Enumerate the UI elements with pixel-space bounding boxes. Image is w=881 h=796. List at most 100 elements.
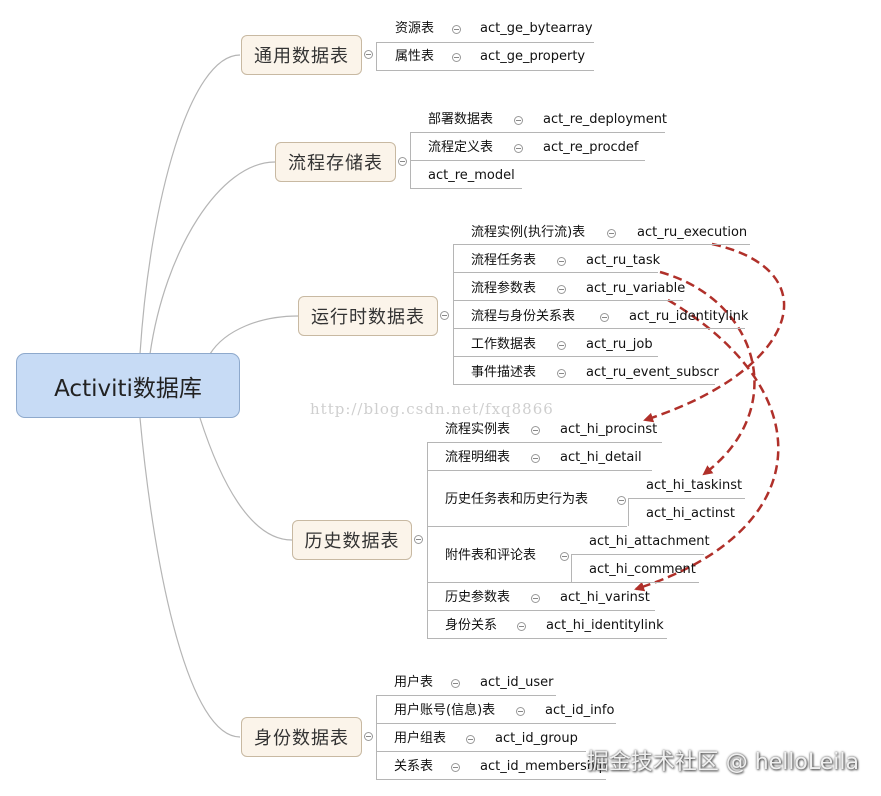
divider bbox=[376, 695, 556, 696]
collapse-icon[interactable] bbox=[452, 53, 461, 62]
collapse-icon[interactable] bbox=[600, 313, 609, 322]
group-general[interactable]: 通用数据表 bbox=[241, 35, 362, 75]
divider bbox=[376, 751, 586, 752]
collapse-icon[interactable] bbox=[557, 285, 566, 294]
credit-watermark: 掘金技术社区 @ helloLeila bbox=[586, 750, 859, 775]
arrow-task-taskinst bbox=[659, 270, 756, 476]
collapse-icon[interactable] bbox=[531, 454, 540, 463]
group-history-label: 历史数据表 bbox=[304, 531, 400, 552]
bracket-runtime bbox=[453, 244, 454, 384]
divider bbox=[453, 244, 750, 245]
collapse-icon[interactable] bbox=[516, 707, 525, 716]
divider bbox=[376, 42, 594, 43]
collapse-icon[interactable] bbox=[517, 622, 526, 631]
item-label: 流程定义表 bbox=[428, 140, 494, 155]
group-repository[interactable]: 流程存储表 bbox=[275, 142, 396, 182]
group-history[interactable]: 历史数据表 bbox=[292, 520, 412, 560]
collapse-icon[interactable] bbox=[531, 426, 540, 435]
item-label: 流程实例(执行流)表 bbox=[471, 225, 586, 240]
collapse-icon[interactable] bbox=[617, 496, 626, 505]
group-runtime-label: 运行时数据表 bbox=[311, 307, 425, 328]
branch-runtime bbox=[209, 315, 299, 355]
divider bbox=[376, 723, 616, 724]
item-label: 流程任务表 bbox=[471, 253, 537, 268]
table-name: act_re_procdef bbox=[543, 140, 639, 155]
collapse-icon[interactable] bbox=[451, 763, 460, 772]
collapse-icon[interactable] bbox=[466, 735, 475, 744]
table-name: act_hi_attachment bbox=[589, 534, 710, 549]
item-label: 流程明细表 bbox=[445, 450, 511, 465]
divider bbox=[427, 470, 652, 471]
item-label: 附件表和评论表 bbox=[445, 548, 537, 563]
group-identity[interactable]: 身份数据表 bbox=[241, 717, 362, 757]
item-label: 历史参数表 bbox=[445, 590, 511, 605]
table-name: act_id_group bbox=[495, 731, 578, 746]
item-label: 关系表 bbox=[394, 759, 434, 774]
collapse-identity-icon[interactable] bbox=[364, 732, 373, 741]
collapse-icon[interactable] bbox=[557, 341, 566, 350]
table-name: act_ge_bytearray bbox=[480, 21, 593, 36]
table-name: act_ge_property bbox=[480, 49, 586, 64]
branch-history bbox=[199, 417, 293, 541]
root-label: Activiti数据库 bbox=[54, 375, 202, 402]
collapse-icon[interactable] bbox=[514, 144, 523, 153]
table-name: act_hi_taskinst bbox=[646, 478, 743, 493]
divider bbox=[427, 526, 627, 527]
root-node[interactable]: Activiti数据库 bbox=[16, 353, 240, 418]
collapse-icon[interactable] bbox=[607, 229, 616, 238]
item-label: 属性表 bbox=[395, 49, 435, 64]
table-name: act_hi_varinst bbox=[560, 590, 650, 605]
item-label: 流程实例表 bbox=[445, 422, 511, 437]
divider bbox=[376, 779, 606, 780]
item-label: 流程参数表 bbox=[471, 281, 537, 296]
divider bbox=[453, 300, 683, 301]
table-name: act_hi_comment bbox=[589, 562, 696, 577]
bracket-identity bbox=[376, 695, 377, 779]
branch-general bbox=[139, 54, 241, 355]
collapse-icon[interactable] bbox=[560, 552, 569, 561]
item-label: 用户表 bbox=[394, 675, 434, 690]
collapse-runtime-icon[interactable] bbox=[440, 311, 449, 320]
item-label: 工作数据表 bbox=[471, 337, 537, 352]
collapse-icon[interactable] bbox=[514, 116, 523, 125]
collapse-icon[interactable] bbox=[452, 25, 461, 34]
arrow-execution-procinst bbox=[643, 242, 786, 423]
table-name: act_ru_identitylink bbox=[629, 309, 749, 324]
table-name: act_hi_actinst bbox=[646, 506, 735, 521]
divider bbox=[427, 610, 655, 611]
item-label: 资源表 bbox=[395, 21, 435, 36]
table-name: act_hi_identitylink bbox=[546, 618, 664, 633]
table-name: act_id_user bbox=[480, 675, 554, 690]
table-name: act_ru_task bbox=[586, 253, 661, 268]
divider bbox=[410, 132, 665, 133]
divider bbox=[376, 70, 594, 71]
collapse-icon[interactable] bbox=[557, 369, 566, 378]
group-identity-label: 身份数据表 bbox=[254, 728, 349, 749]
table-name: act_ru_variable bbox=[586, 281, 686, 296]
item-label: 用户组表 bbox=[394, 731, 447, 746]
collapse-icon[interactable] bbox=[557, 257, 566, 266]
table-name: act_ru_job bbox=[586, 337, 653, 352]
divider bbox=[427, 442, 662, 443]
bracket-history bbox=[427, 442, 428, 638]
item-label: 身份关系 bbox=[445, 618, 498, 633]
divider bbox=[410, 160, 645, 161]
collapse-repository-icon[interactable] bbox=[398, 157, 407, 166]
arrow-variable-varinst bbox=[634, 298, 780, 592]
item-label: 流程与身份关系表 bbox=[471, 309, 576, 324]
collapse-history-icon[interactable] bbox=[414, 535, 423, 544]
divider bbox=[571, 554, 704, 555]
group-runtime[interactable]: 运行时数据表 bbox=[298, 296, 438, 336]
collapse-icon[interactable] bbox=[531, 594, 540, 603]
table-name: act_id_info bbox=[545, 703, 615, 718]
group-repository-label: 流程存储表 bbox=[288, 153, 383, 174]
collapse-general-icon[interactable] bbox=[364, 50, 373, 59]
branch-repository bbox=[149, 161, 276, 355]
table-name: act_ru_event_subscr bbox=[586, 365, 719, 380]
divider bbox=[571, 582, 699, 583]
table-name: act_id_membership bbox=[480, 759, 607, 774]
collapse-icon[interactable] bbox=[451, 679, 460, 688]
divider bbox=[410, 188, 522, 189]
branch-identity bbox=[139, 417, 241, 738]
